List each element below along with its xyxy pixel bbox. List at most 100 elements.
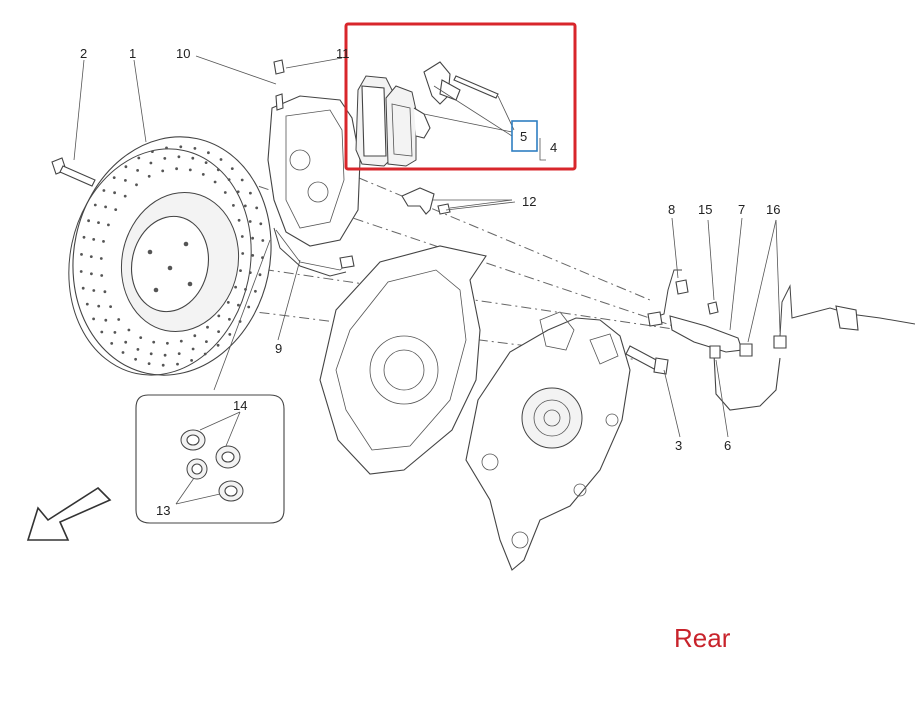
hose-bracket <box>669 315 743 353</box>
disc-hole <box>228 333 232 336</box>
disc-hole <box>149 161 153 165</box>
callout-5: 5 <box>520 129 527 144</box>
pad-pin <box>453 75 499 99</box>
callout-12: 12 <box>522 194 536 209</box>
disc-hole <box>176 362 179 366</box>
disc-hole <box>248 271 252 274</box>
highlight-box <box>344 22 577 171</box>
leader-lines <box>73 55 781 438</box>
disc-hole <box>124 165 128 169</box>
bracket <box>401 187 513 215</box>
disc-hole <box>134 357 138 361</box>
disc-hole <box>81 286 85 290</box>
disc-hole <box>261 239 265 242</box>
disc-hole <box>191 156 195 160</box>
disc-hole <box>177 352 181 355</box>
disc-hole <box>161 363 165 367</box>
disc-hole <box>217 314 221 318</box>
disc-hole <box>244 288 247 291</box>
disc-hole <box>165 146 168 150</box>
front-direction-arrow <box>26 486 112 541</box>
disc-hole <box>163 157 167 160</box>
brake-hose-assembly <box>647 269 915 411</box>
highlight-group-pads <box>344 22 577 171</box>
selected-part-box <box>511 120 538 152</box>
brake-pad-right <box>385 85 417 167</box>
disc-hole <box>190 359 194 362</box>
disc-hole <box>92 317 95 321</box>
disc-hole <box>239 269 242 272</box>
disc-hole <box>230 167 234 171</box>
disc-hole <box>104 318 108 322</box>
callout-9: 9 <box>275 341 282 356</box>
callout-11: 11 <box>336 46 350 61</box>
disc-hole <box>227 178 231 182</box>
dust-shield <box>319 245 487 475</box>
disc-hole <box>100 274 104 277</box>
disc-hole <box>228 317 231 321</box>
callout-labels: 1 2 3 4 5 6 7 8 9 10 11 12 13 14 15 16 <box>80 46 780 518</box>
disc-hole <box>243 204 247 208</box>
rear-caption: Rear <box>674 623 731 653</box>
disc-drill-holes <box>79 145 265 367</box>
disc-hole <box>204 161 208 165</box>
disc-hole <box>151 150 154 154</box>
flexible-brake-hose <box>713 353 781 411</box>
disc-hole <box>205 340 208 343</box>
disc-hole <box>97 221 100 225</box>
brake-disc <box>68 136 272 376</box>
brake-pipe <box>273 227 347 277</box>
brake-caliper <box>267 59 361 271</box>
disc-hole <box>103 290 107 294</box>
disc-hole <box>216 343 220 347</box>
disc-hole <box>121 351 125 354</box>
disc-hole <box>149 352 153 356</box>
disc-hole <box>251 254 255 257</box>
disc-hole <box>248 220 252 223</box>
callout-3: 3 <box>675 438 682 453</box>
disc-hole <box>237 303 240 307</box>
disc-hole <box>92 289 96 292</box>
disc-hole <box>217 330 221 333</box>
disc-hole <box>102 189 106 192</box>
disc-hole <box>124 179 127 182</box>
callout-7: 7 <box>738 202 745 217</box>
pad-spring <box>413 107 431 139</box>
disc-hole <box>87 219 90 223</box>
disc-bolt <box>51 157 96 187</box>
disc-hole <box>193 334 197 338</box>
disc-hole <box>117 318 121 321</box>
callout-8: 8 <box>668 202 675 217</box>
disc-hole <box>102 240 105 243</box>
disc-hole <box>137 156 141 160</box>
callout-14: 14 <box>233 398 247 413</box>
disc-hole <box>92 238 96 241</box>
disc-hole <box>241 252 245 255</box>
disc-hole <box>97 304 101 308</box>
callout-4: 4 <box>550 140 557 155</box>
disc-hole <box>237 218 241 222</box>
disc-hole <box>232 204 235 207</box>
disc-hole <box>85 302 89 306</box>
disc-hole <box>89 255 93 258</box>
disc-hole <box>99 257 103 260</box>
disc-hole <box>179 145 183 149</box>
disc-hole <box>135 183 138 187</box>
disc-hole <box>258 273 262 277</box>
disc-hole <box>179 339 183 343</box>
disc-hole <box>234 285 238 289</box>
disc-hole <box>104 205 107 209</box>
disc-hole <box>251 236 255 240</box>
disc-hole <box>127 328 131 332</box>
disc-hole <box>147 362 151 365</box>
disc-hole <box>80 253 83 256</box>
disc-hole <box>175 167 179 171</box>
disc-hole <box>147 174 151 178</box>
callout-15: 15 <box>698 202 712 217</box>
disc-hole <box>201 173 205 176</box>
disc-hole <box>223 191 227 194</box>
disc-hole <box>207 151 210 155</box>
disc-hole <box>219 158 223 161</box>
disc-hole <box>163 353 167 357</box>
disc-hole <box>206 325 209 329</box>
